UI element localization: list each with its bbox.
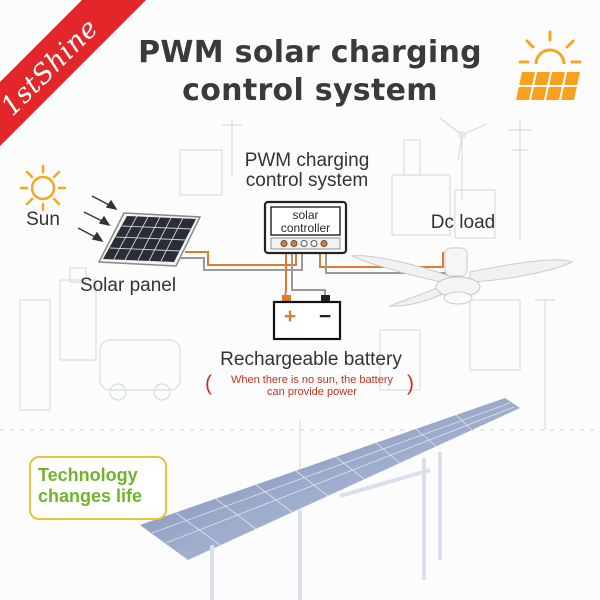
battery-note-line2: can provide power bbox=[267, 385, 357, 398]
battery-note: When there is no sun, the battery can pr… bbox=[214, 374, 410, 398]
controller-label: solar controller bbox=[271, 209, 340, 234]
controller-label-line2: controller bbox=[280, 221, 331, 235]
battery-plus-sign: + bbox=[283, 305, 297, 328]
tagline-line1: Technology bbox=[38, 465, 138, 485]
battery-note-line1: When there is no sun, the battery bbox=[230, 374, 394, 386]
weather-sun-icon bbox=[516, 30, 582, 101]
system-label-line1: PWM charging bbox=[244, 150, 370, 171]
tagline-box bbox=[29, 456, 167, 520]
sunlight-arrows bbox=[77, 195, 118, 243]
battery-label: Rechargeable battery bbox=[220, 349, 402, 370]
controller-icon bbox=[263, 200, 348, 255]
solar-array-icon bbox=[140, 398, 520, 600]
solar-panel-label: Solar panel bbox=[79, 275, 177, 296]
brand-ribbon bbox=[0, 0, 146, 146]
tagline-line2: changes life bbox=[38, 485, 143, 506]
dc-load-label: Dc load bbox=[430, 212, 496, 233]
battery-note-open-paren: ( bbox=[205, 372, 212, 395]
ceiling-fan-icon bbox=[350, 247, 574, 307]
system-label: PWM charging control system bbox=[222, 151, 392, 191]
tagline: Technology changes life bbox=[38, 465, 168, 506]
sun-label: Sun bbox=[26, 209, 60, 230]
system-label-line2: control system bbox=[245, 169, 369, 191]
controller-label-line1: solar bbox=[292, 208, 319, 222]
solar-panel-icon bbox=[97, 212, 202, 267]
sun-icon bbox=[19, 164, 67, 212]
battery-note-close-paren: ) bbox=[407, 372, 414, 395]
battery-icon bbox=[272, 295, 342, 341]
page-title-line1: PWM solar charging bbox=[138, 35, 482, 70]
wiring bbox=[180, 251, 449, 299]
battery-minus-sign: − bbox=[318, 305, 332, 328]
background-cityscape bbox=[0, 117, 600, 470]
page-title-line2: control system bbox=[182, 73, 438, 108]
